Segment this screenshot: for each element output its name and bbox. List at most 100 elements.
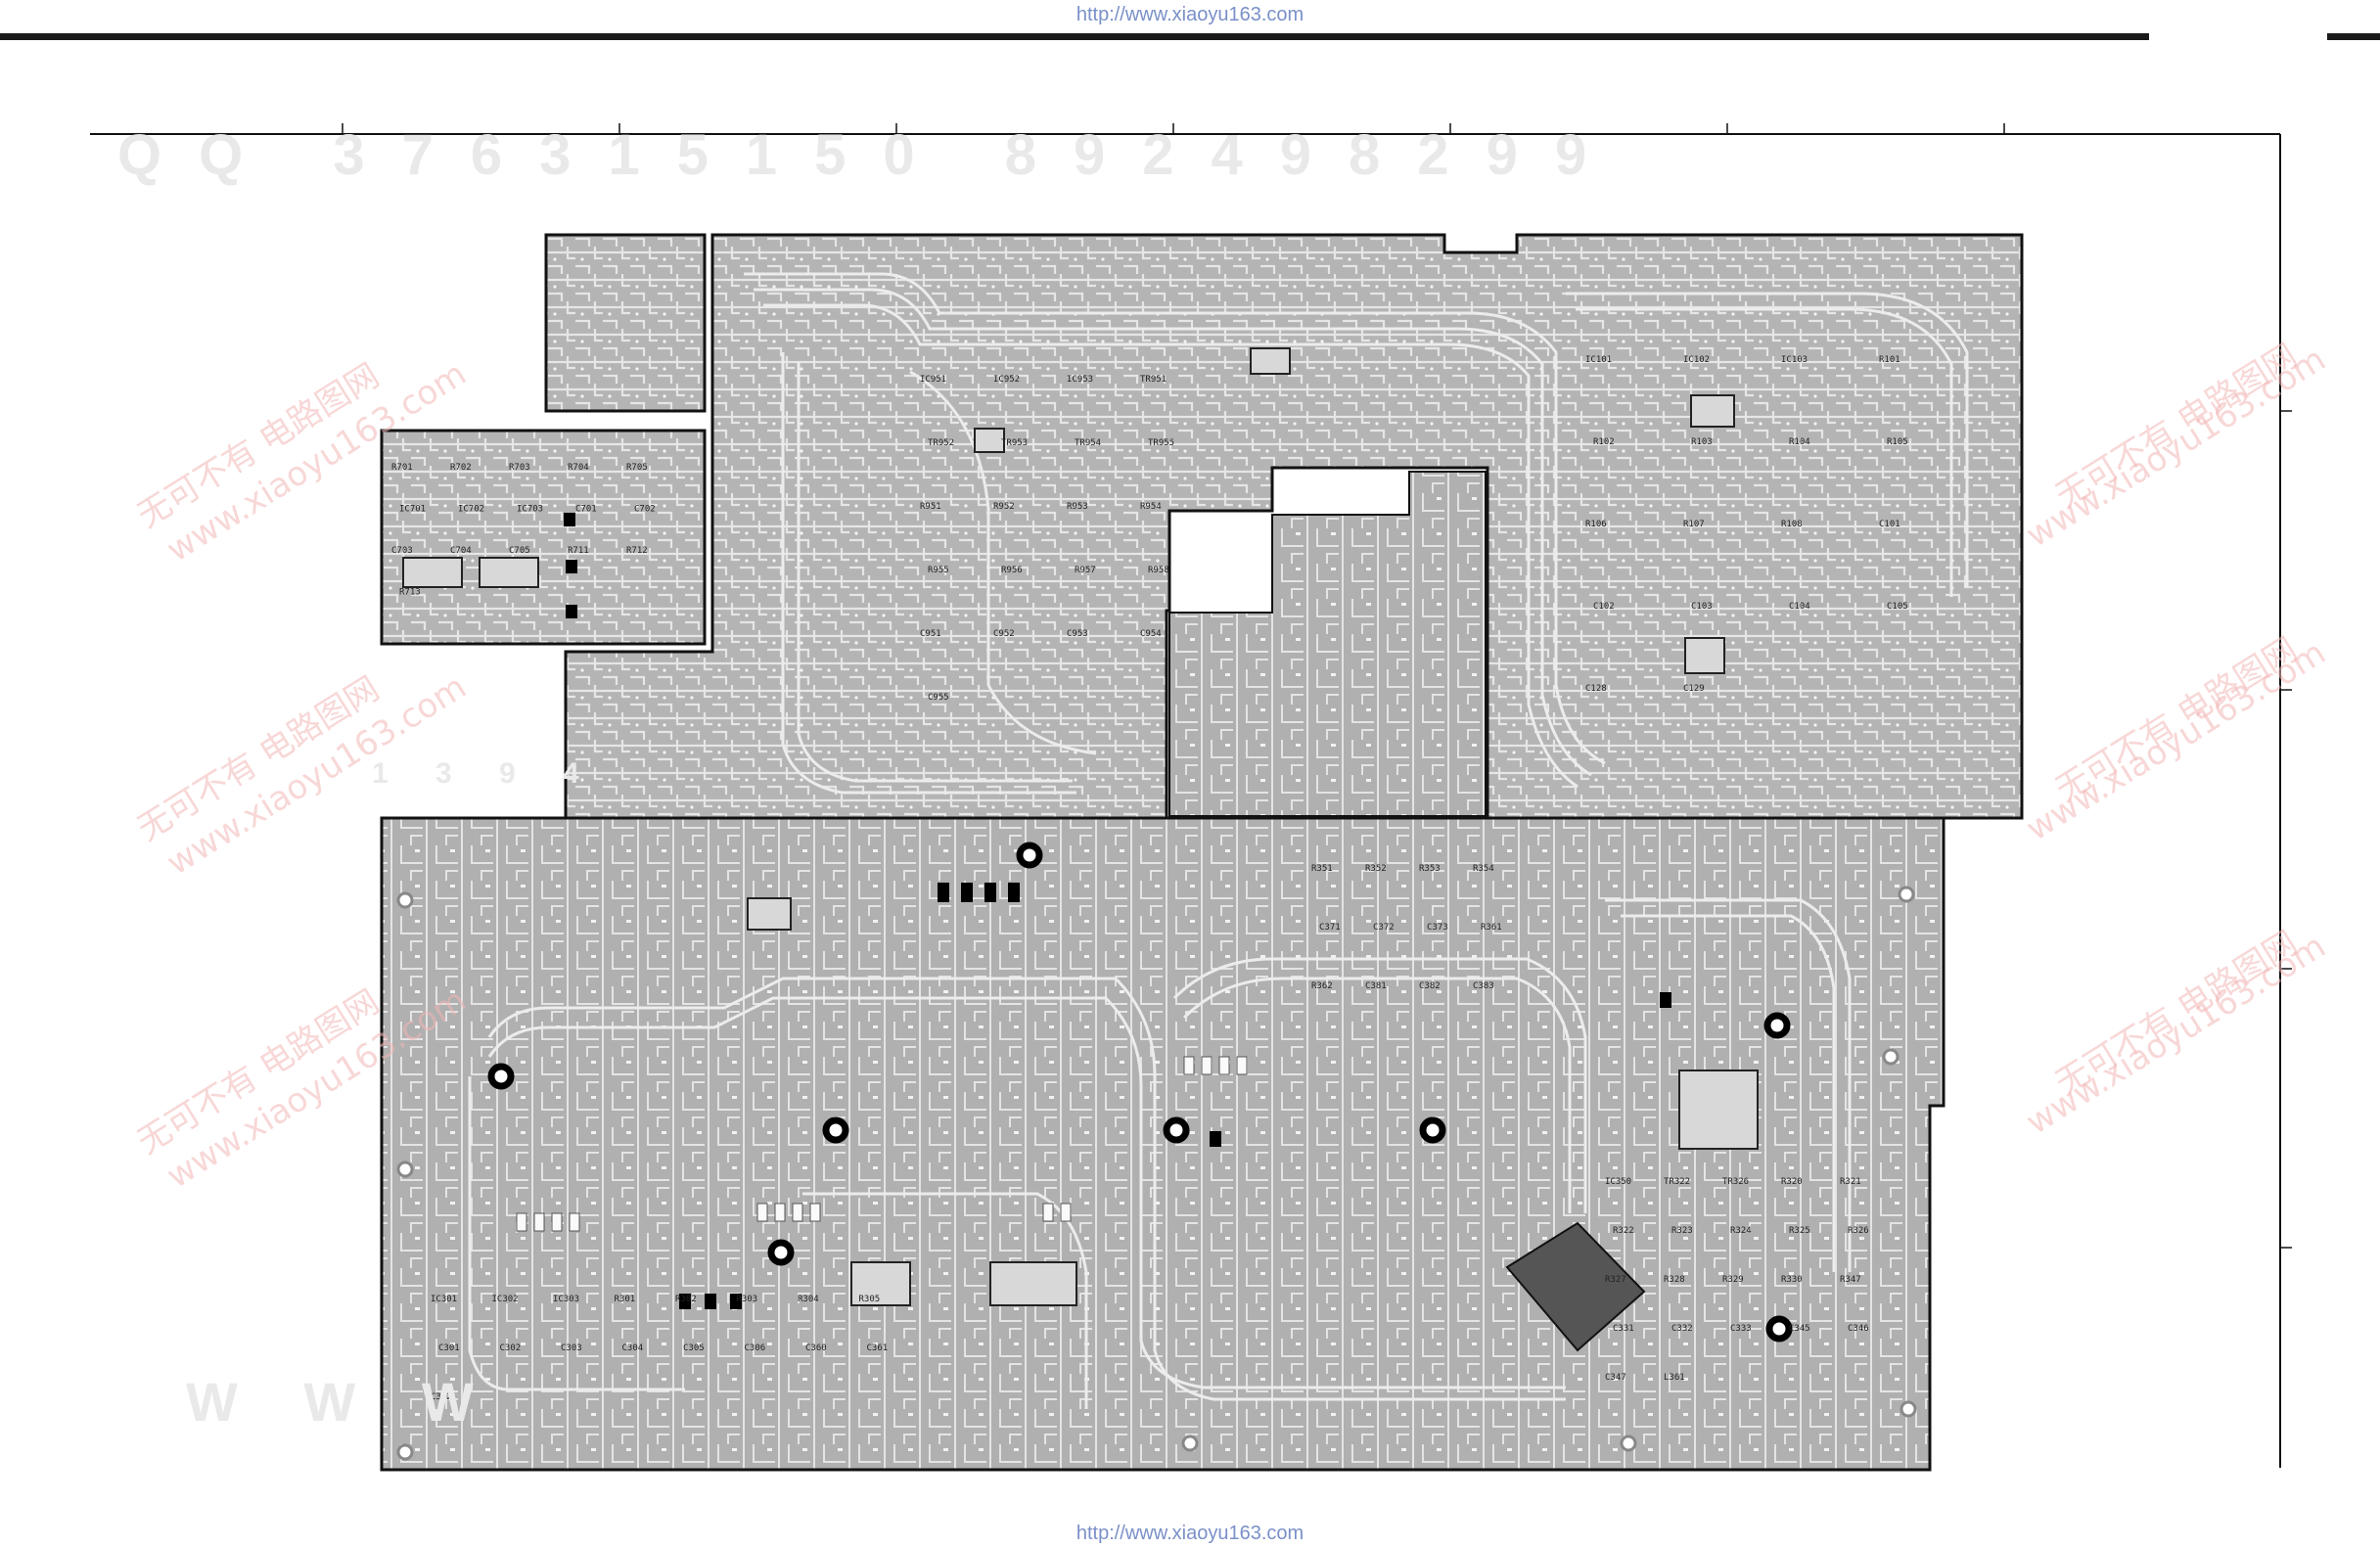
component-label: TR952 [928, 438, 954, 448]
component-label: IC303 [553, 1295, 579, 1304]
component-label: C372 [1373, 923, 1395, 933]
component-label: R952 [993, 502, 1015, 512]
component-label: R704 [568, 463, 589, 473]
component-label: R108 [1781, 520, 1803, 529]
pcb-section-upper-left [380, 429, 707, 646]
component-label: TR954 [1075, 438, 1101, 448]
mounting-holes [487, 842, 1793, 1343]
component-label: R328 [1664, 1275, 1685, 1285]
component-label: R304 [798, 1295, 819, 1304]
svg-text:W W W: W W W [186, 1371, 499, 1433]
component-label: C128 [1585, 684, 1607, 694]
page-frame [90, 133, 2281, 1468]
component-label: R956 [1001, 566, 1023, 575]
component-label: R347 [1840, 1275, 1861, 1285]
component-label: TR955 [1148, 438, 1174, 448]
component-label: R957 [1075, 566, 1096, 575]
component-label: R103 [1691, 437, 1713, 447]
component-label: C303 [561, 1343, 582, 1353]
component-label: IC952 [993, 375, 1020, 385]
component-label: R712 [626, 546, 648, 556]
component-label: IC302 [492, 1295, 519, 1304]
component-label: IC102 [1683, 355, 1710, 365]
component-label: C383 [1473, 981, 1494, 991]
component-label: C954 [1140, 629, 1162, 639]
component-label: R323 [1671, 1226, 1693, 1236]
ic-chips [402, 347, 1759, 1352]
component-label: C952 [993, 629, 1015, 639]
component-label: R361 [1481, 923, 1502, 933]
bus-traces-upper [744, 272, 1969, 795]
top-rule-right [2327, 33, 2380, 40]
component-label: C347 [1605, 1373, 1626, 1383]
component-label: R362 [1311, 981, 1333, 991]
pcb-section-upper-left-top [544, 233, 707, 413]
svg-text:www.xiaoyu163.com: www.xiaoyu163.com [2020, 927, 2333, 1143]
component-label: TR326 [1722, 1177, 1749, 1187]
component-label: C703 [391, 546, 413, 556]
component-label: C101 [1879, 520, 1900, 529]
component-label: C701 [575, 505, 597, 515]
component-label: R325 [1789, 1226, 1810, 1236]
component-label: C371 [1319, 923, 1341, 933]
component-label: R101 [1879, 355, 1900, 365]
component-label: C103 [1691, 602, 1713, 612]
component-label: C306 [745, 1343, 766, 1353]
component-label: C305 [683, 1343, 705, 1353]
pcb-section-connector-block [1168, 471, 1487, 817]
component-label: R301 [615, 1295, 636, 1304]
footer-url[interactable]: http://www.xiaoyu163.com [1076, 1523, 1304, 1544]
component-label: C333 [1730, 1324, 1752, 1334]
component-label: R327 [1605, 1275, 1626, 1285]
component-label: TR951 [1140, 375, 1167, 385]
component-label: TR322 [1664, 1177, 1690, 1187]
component-label: C102 [1593, 602, 1615, 612]
component-label: R705 [626, 463, 648, 473]
component-label: R102 [1593, 437, 1615, 447]
component-label: C360 [805, 1343, 827, 1353]
component-label: IC101 [1585, 355, 1612, 365]
component-label: C382 [1419, 981, 1441, 991]
component-label: R107 [1683, 520, 1705, 529]
component-label: R352 [1365, 864, 1387, 874]
component-label: R105 [1887, 437, 1908, 447]
component-label: C301 [438, 1343, 460, 1353]
component-label: R953 [1067, 502, 1088, 512]
component-label: C953 [1067, 629, 1088, 639]
component-label: C705 [509, 546, 530, 556]
svg-text:www.xiaoyu163.com: www.xiaoyu163.com [2020, 340, 2333, 556]
component-label: IC701 [399, 505, 426, 515]
component-label: R702 [450, 463, 472, 473]
component-label: R324 [1730, 1226, 1752, 1236]
component-label: C381 [1365, 981, 1387, 991]
component-label: R701 [391, 463, 413, 473]
component-label: C704 [450, 546, 472, 556]
component-label: C951 [920, 629, 941, 639]
component-label: R955 [928, 566, 949, 575]
component-label: IC953 [1067, 375, 1093, 385]
component-label: R305 [859, 1295, 881, 1304]
component-label: R326 [1848, 1226, 1869, 1236]
component-label: C104 [1789, 602, 1810, 612]
smd-components [564, 513, 1671, 1309]
header-url[interactable]: http://www.xiaoyu163.com [1076, 4, 1304, 25]
component-label: C302 [500, 1343, 522, 1353]
component-label: R703 [509, 463, 530, 473]
svg-text:www.xiaoyu163.com: www.xiaoyu163.com [2020, 633, 2333, 849]
top-rule [0, 33, 2149, 40]
component-label: C304 [622, 1343, 644, 1353]
component-label: R320 [1781, 1177, 1803, 1187]
watermark-digits: QQ 376315150 892498299 [117, 123, 1624, 187]
component-label: IC350 [1605, 1177, 1631, 1187]
component-label: C362 [431, 1392, 452, 1402]
bus-traces-lower [468, 898, 1852, 1409]
component-label: C105 [1887, 602, 1908, 612]
component-label: R713 [399, 588, 421, 598]
qfp-chip [1505, 1221, 1646, 1352]
component-label: R321 [1840, 1177, 1861, 1187]
component-label: R351 [1311, 864, 1333, 874]
component-label: C373 [1427, 923, 1448, 933]
component-label: R353 [1419, 864, 1441, 874]
